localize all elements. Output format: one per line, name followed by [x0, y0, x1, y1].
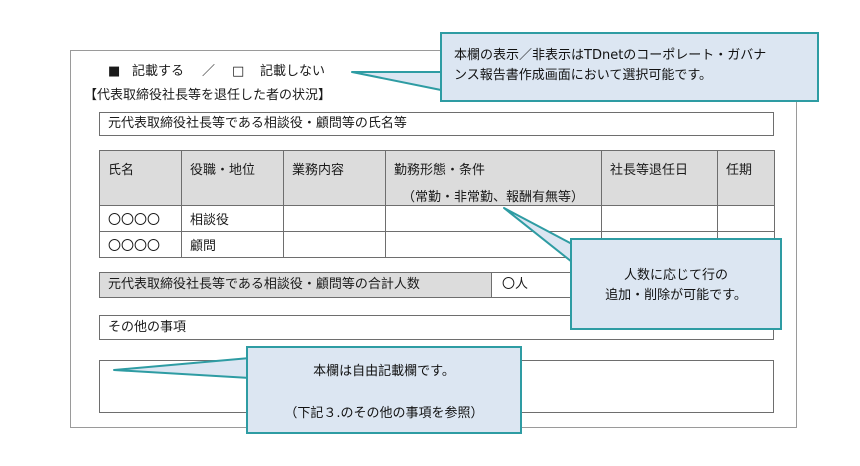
option-record-label: 記載する: [132, 64, 185, 79]
names-label: 元代表取締役社長等である相談役・顧問等の氏名等: [108, 116, 407, 131]
header-retire-date: 社長等退任日: [601, 150, 718, 206]
header-work-style: 勤務形態・条件 （常勤・非常勤、報酬有無等）: [385, 150, 602, 206]
bottom-callout-tail: [113, 357, 251, 379]
callout-line: 本欄の表示／非表示はTDnetのコーポレート・ガバナ: [454, 48, 767, 63]
option-separator: ／: [202, 64, 216, 79]
total-label: 元代表取締役社長等である相談役・顧問等の合計人数: [108, 277, 420, 292]
callout-line: 人数に応じて行の: [623, 268, 728, 283]
advisor-table: 氏名 役職・地位 業務内容 勤務形態・条件 （常勤・非常勤、報酬有無等） 社長等…: [99, 150, 775, 258]
header-work-style-title: 勤務形態・条件: [394, 163, 486, 178]
names-label-box: 元代表取締役社長等である相談役・顧問等の氏名等: [99, 112, 774, 136]
header-work-style-sub: （常勤・非常勤、報酬有無等）: [402, 190, 585, 205]
cell-work-style: [385, 205, 602, 232]
cell-term: [717, 205, 775, 232]
callout-line: 本欄は自由記載欄です。: [313, 364, 455, 379]
header-term: 任期: [717, 150, 775, 206]
other-label: その他の事項: [108, 320, 187, 335]
cell-position: 顧問: [181, 231, 284, 258]
total-value: 〇人: [502, 277, 529, 292]
callout-line: ンス報告書作成画面において選択可能です。: [454, 68, 713, 83]
header-duties: 業務内容: [283, 150, 386, 206]
display-toggle-callout: 本欄の表示／非表示はTDnetのコーポレート・ガバナ ンス報告書作成画面において…: [440, 32, 819, 102]
cell-duties: [283, 231, 386, 258]
callout-line: 追加・削除が可能です。: [605, 288, 747, 303]
middle-callout-tail: [503, 207, 573, 263]
cell-name: 〇〇〇〇: [99, 231, 182, 258]
table-row: 〇〇〇〇 相談役: [99, 205, 775, 232]
checked-box-icon: ■: [108, 64, 121, 79]
free-text-callout: 本欄は自由記載欄です。 （下記３.のその他の事項を参照）: [246, 346, 522, 434]
header-name: 氏名: [99, 150, 182, 206]
row-add-callout: 人数に応じて行の 追加・削除が可能です。: [570, 238, 782, 330]
option-no-record-label: 記載しない: [260, 64, 326, 79]
unchecked-box-icon: □: [232, 64, 245, 79]
top-callout-tail: [351, 71, 442, 91]
table-header-row: 氏名 役職・地位 業務内容 勤務形態・条件 （常勤・非常勤、報酬有無等） 社長等…: [99, 150, 775, 206]
header-position: 役職・地位: [181, 150, 284, 206]
section-title: 【代表取締役社長等を退任した者の状況】: [84, 88, 332, 103]
callout-line: （下記３.のその他の事項を参照）: [284, 406, 484, 421]
total-label-box: 元代表取締役社長等である相談役・顧問等の合計人数: [99, 272, 492, 298]
